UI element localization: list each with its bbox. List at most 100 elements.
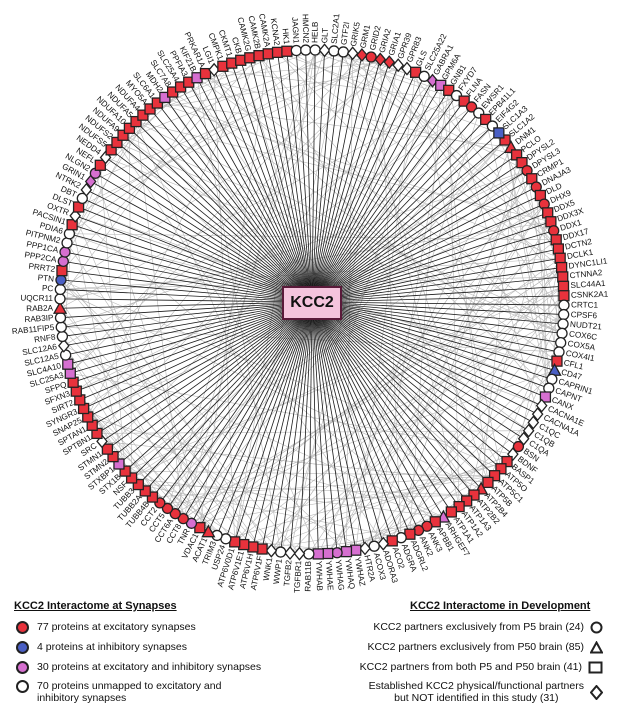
node-layer xyxy=(52,43,570,561)
kcc2-spoke-edge xyxy=(188,82,313,303)
kcc2-spoke-edge xyxy=(311,112,480,303)
legend-synapse-inhibitory: 4 proteins at inhibitory synapses xyxy=(16,641,187,654)
kcc2-spoke-edge xyxy=(82,197,313,303)
kcc2-spoke-edge xyxy=(311,301,546,398)
protein-node xyxy=(556,327,568,339)
protein-node xyxy=(56,330,69,343)
protein-node xyxy=(531,407,544,422)
kcc2-spoke-edge xyxy=(64,251,313,303)
protein-node xyxy=(499,134,511,146)
interaction-edge xyxy=(379,59,402,538)
kcc2-spoke-edge xyxy=(95,172,313,303)
edge-layer xyxy=(59,49,565,555)
kcc2-spoke-edge xyxy=(311,301,375,547)
interaction-edge xyxy=(167,369,555,509)
kcc2-spoke-edge xyxy=(311,106,472,303)
protein-label: RAB3IP xyxy=(24,313,54,324)
interaction-edge xyxy=(485,119,550,389)
kcc2-spoke-edge xyxy=(311,301,419,531)
kcc2-spoke-edge xyxy=(311,301,436,522)
protein-node xyxy=(465,101,478,113)
kcc2-spoke-edge xyxy=(199,301,313,528)
kcc2-spoke-edge xyxy=(61,301,313,328)
protein-node xyxy=(551,355,563,367)
protein-node xyxy=(331,547,343,559)
interaction-edge xyxy=(518,258,561,447)
kcc2-spoke-edge xyxy=(311,230,554,303)
protein-node xyxy=(468,489,480,501)
kcc2-spoke-edge xyxy=(311,50,335,303)
protein-node xyxy=(253,49,265,62)
kcc2-spoke-edge xyxy=(60,298,313,303)
protein-label: CSNK2A1 xyxy=(571,290,609,300)
protein-node xyxy=(275,546,287,558)
protein-label: HK1 xyxy=(280,28,291,45)
interaction-edge xyxy=(75,215,436,523)
protein-node xyxy=(271,46,284,59)
kcc2-spoke-edge xyxy=(311,54,363,303)
protein-label: YWHAB xyxy=(314,561,324,592)
kcc2-spoke-edge xyxy=(305,50,313,303)
legend-dev-p5: KCC2 partners exclusively from P5 brain … xyxy=(373,621,603,634)
kcc2-spoke-edge xyxy=(124,301,313,472)
kcc2-spoke-edge xyxy=(225,301,313,539)
white-dot-icon xyxy=(16,680,29,693)
kcc2-spoke-edge xyxy=(138,301,313,485)
interaction-edge xyxy=(116,51,344,143)
interaction-edge xyxy=(95,173,209,532)
label-layer: SLC1A2DNM1PCLODPYSL2DPYSL3CRMP1DNAJA3DLD… xyxy=(11,13,608,593)
kcc2-spoke-edge xyxy=(311,301,495,476)
protein-node xyxy=(139,485,151,497)
protein-node xyxy=(293,546,306,561)
interaction-edge xyxy=(271,314,564,551)
kcc2-spoke-edge xyxy=(105,157,313,303)
interaction-edge xyxy=(205,73,550,389)
kcc2-spoke-edge xyxy=(70,301,313,374)
kcc2-spoke-edge xyxy=(311,267,562,303)
kcc2-spoke-edge xyxy=(311,301,561,344)
kcc2-spoke-edge xyxy=(207,301,313,532)
kcc2-spoke-edge xyxy=(90,181,313,303)
blue-dot-icon xyxy=(16,641,29,654)
protein-node xyxy=(119,465,131,477)
interaction-edge xyxy=(197,61,390,79)
kcc2-spoke-edge xyxy=(311,239,557,303)
kcc2-spoke-edge xyxy=(311,85,442,303)
kcc2-spoke-edge xyxy=(311,100,465,303)
protein-node xyxy=(265,543,278,558)
interaction-edge xyxy=(167,139,506,509)
protein-node xyxy=(300,44,312,56)
kcc2-spoke-edge xyxy=(122,134,313,303)
kcc2-spoke-edge xyxy=(72,224,313,303)
kcc2-spoke-edge xyxy=(311,195,541,303)
protein-node xyxy=(117,129,129,141)
kcc2-spoke-edge xyxy=(118,301,313,465)
kcc2-spoke-edge xyxy=(311,301,393,542)
interaction-edge xyxy=(327,203,545,554)
protein-node xyxy=(527,415,540,430)
interaction-edge xyxy=(90,81,189,182)
kcc2-spoke-edge xyxy=(311,72,417,303)
kcc2-spoke-edge xyxy=(101,301,313,442)
protein-node xyxy=(426,73,439,88)
kcc2-spoke-edge xyxy=(205,73,313,303)
kcc2-spoke-edge xyxy=(234,301,313,542)
kcc2-spoke-edge xyxy=(311,301,549,389)
protein-node xyxy=(401,61,413,76)
protein-node xyxy=(359,541,371,556)
kcc2-spoke-edge xyxy=(159,301,313,504)
kcc2-spoke-edge xyxy=(216,301,313,536)
kcc2-spoke-edge xyxy=(112,301,313,457)
protein-label: WNK1 xyxy=(262,556,275,581)
protein-node xyxy=(256,543,268,555)
protein-node xyxy=(553,346,565,358)
kcc2-spoke-edge xyxy=(311,301,384,544)
interaction-edge xyxy=(504,139,553,380)
kcc2-spoke-edge xyxy=(83,301,313,409)
kcc2-spoke-edge xyxy=(164,97,313,303)
square-shape-icon xyxy=(588,661,603,674)
kcc2-spoke-edge xyxy=(311,56,372,303)
interaction-edge xyxy=(135,121,184,519)
kcc2-spoke-edge xyxy=(289,301,313,554)
